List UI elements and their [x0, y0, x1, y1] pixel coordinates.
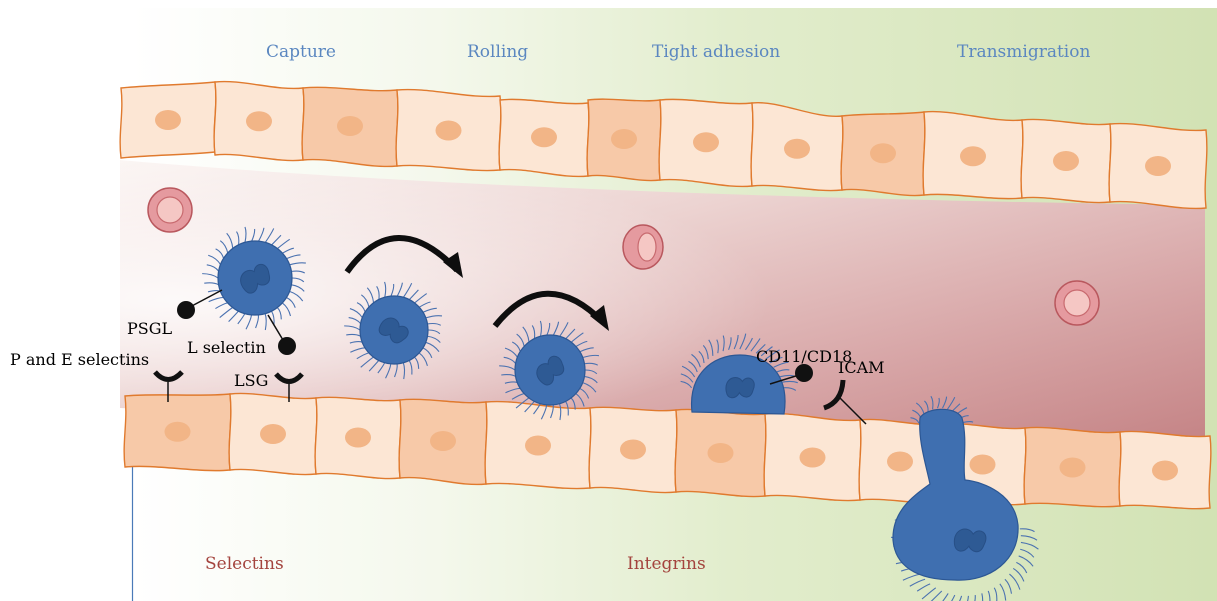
cell-nucleus — [1152, 461, 1178, 481]
cell-nucleus — [784, 139, 810, 159]
cell-nucleus — [970, 455, 996, 475]
label-icam: ICAM — [838, 358, 885, 377]
stage-label-rolling: Rolling — [467, 42, 528, 62]
stage-label-transmigration: Transmigration — [957, 42, 1090, 62]
stage-label-capture: Capture — [266, 42, 336, 62]
cell-nucleus — [708, 443, 734, 463]
endothelial-cell — [214, 82, 304, 161]
endothelial-cell — [315, 397, 401, 478]
cell-nucleus — [531, 127, 557, 147]
endothelial-cell — [1024, 427, 1121, 506]
red-blood-cell-icon — [623, 225, 663, 269]
family-label-selectins: Selectins — [205, 554, 284, 574]
cell-nucleus — [620, 440, 646, 460]
endothelial-cell — [589, 407, 677, 492]
cell-nucleus — [870, 143, 896, 163]
label-lsg: LSG — [234, 371, 268, 390]
endothelial-cell — [1119, 431, 1211, 508]
cell-nucleus — [260, 424, 286, 444]
cell-nucleus — [155, 110, 181, 130]
endothelial-cell — [485, 402, 591, 489]
red-blood-cell-icon — [148, 188, 192, 232]
cell-nucleus — [693, 132, 719, 152]
endothelial-cell — [1021, 119, 1111, 202]
cell-nucleus — [436, 121, 462, 141]
endothelial-cell — [302, 87, 398, 166]
label-l-selectin: L selectin — [187, 338, 266, 357]
endothelial-cell — [396, 90, 501, 171]
endothelial-cell — [751, 103, 843, 191]
endothelial-cell — [499, 99, 589, 176]
cell-nucleus — [337, 116, 363, 136]
cell-nucleus — [960, 146, 986, 166]
endothelial-cell — [675, 409, 766, 496]
endothelial-cell — [841, 112, 925, 196]
cell-nucleus — [800, 448, 826, 468]
cell-nucleus — [430, 431, 456, 451]
cell-nucleus — [1145, 156, 1171, 176]
cell-nucleus — [611, 129, 637, 149]
endothelial-cell — [587, 99, 661, 180]
cell-nucleus — [525, 436, 551, 456]
endothelial-cell — [764, 414, 861, 501]
endothelial-cell — [120, 82, 216, 158]
cell-nucleus — [345, 428, 371, 448]
cell-nucleus — [1060, 458, 1086, 478]
family-label-integrins: Integrins — [627, 554, 706, 574]
label-psgl: PSGL — [127, 319, 172, 338]
cell-nucleus — [246, 111, 272, 131]
cell-nucleus — [165, 422, 191, 442]
endothelial-cell — [229, 393, 317, 474]
red-blood-cell-icon — [1055, 281, 1099, 325]
endothelial-cell — [1109, 124, 1207, 209]
label-p-and-e-selectins: P and E selectins — [10, 350, 149, 369]
endothelial-cell — [399, 399, 487, 484]
stage-label-tight-adhesion: Tight adhesion — [652, 42, 780, 62]
endothelial-cell — [124, 394, 231, 471]
endothelial-cell — [659, 99, 753, 186]
cell-nucleus — [887, 452, 913, 472]
cell-nucleus — [1053, 151, 1079, 171]
endothelial-cell — [923, 112, 1023, 199]
